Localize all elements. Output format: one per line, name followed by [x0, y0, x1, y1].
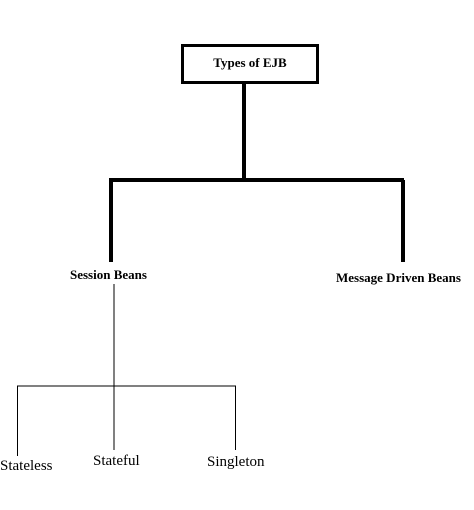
stateless-node: Stateless [0, 458, 53, 474]
message-driven-beans-node: Message Driven Beans [336, 271, 461, 285]
root-node-box [181, 44, 319, 84]
root-node-label: Types of EJB [213, 55, 287, 70]
stateful-node: Stateful [93, 453, 140, 469]
session-beans-node: Session Beans [70, 267, 147, 282]
singleton-node: Singleton [207, 454, 265, 470]
